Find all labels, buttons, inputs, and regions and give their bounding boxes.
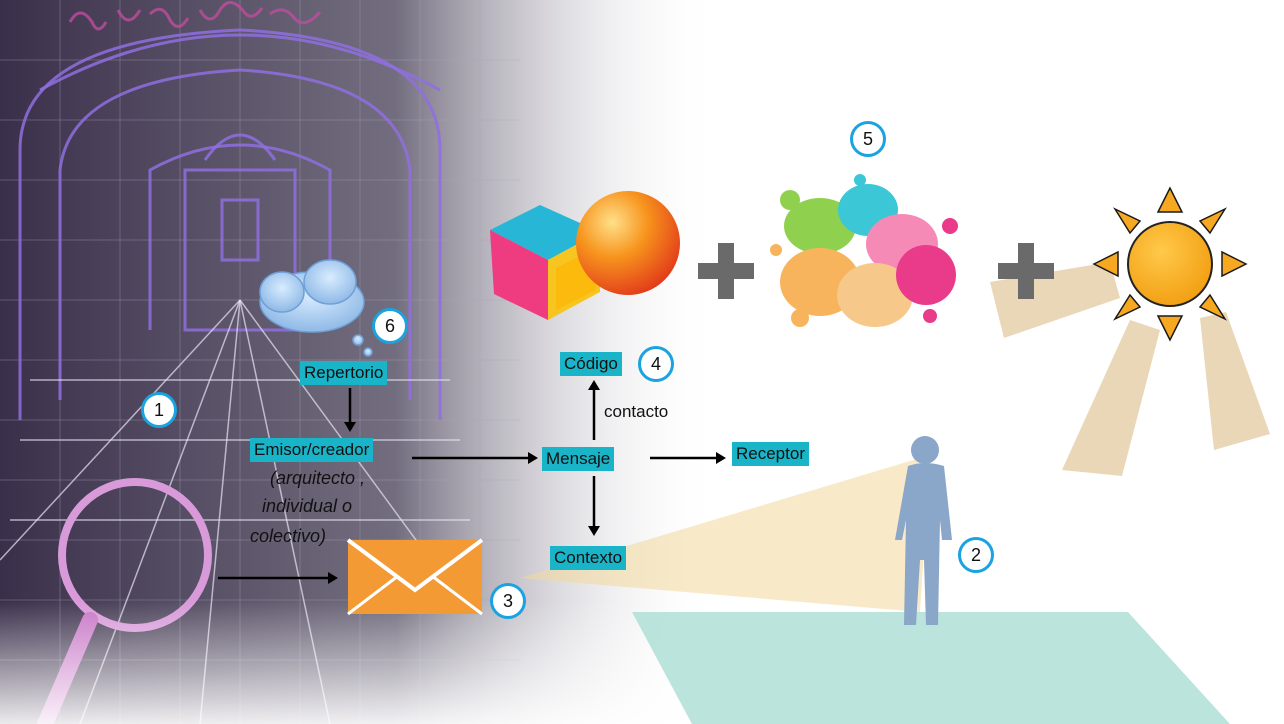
view-cone xyxy=(520,455,930,612)
contacto-label: contacto xyxy=(604,402,669,421)
sun-beams xyxy=(990,262,1270,476)
flow-arrows xyxy=(218,380,726,584)
emisor-detail-line-2: individual o xyxy=(262,496,353,516)
sun-icon xyxy=(1092,186,1248,342)
number-marker-4: 4 xyxy=(638,346,674,382)
number-marker-6: 6 xyxy=(372,308,408,344)
paint-splash-icon xyxy=(770,174,958,327)
repertorio-label: Repertorio xyxy=(300,361,388,385)
number-marker-2: 2 xyxy=(958,537,994,573)
thought-cloud-icon xyxy=(259,259,373,357)
codigo-label: Código xyxy=(560,352,622,376)
person-icon xyxy=(895,436,952,625)
floor-plane xyxy=(632,612,1230,724)
plus-icon xyxy=(698,243,754,299)
emisor-detail-line-3: colectivo) xyxy=(250,526,327,546)
number-marker-5: 5 xyxy=(850,121,886,157)
receptor-label: Receptor xyxy=(732,442,809,466)
number-marker-1: 1 xyxy=(141,392,177,428)
contexto-label: Contexto xyxy=(550,546,627,570)
mensaje-label: Mensaje xyxy=(542,447,615,471)
emisor-label: Emisor/creador xyxy=(250,438,374,462)
emisor-detail-line-1: (arquitecto , xyxy=(270,468,366,488)
sphere-icon xyxy=(576,191,680,295)
plus-icon xyxy=(998,243,1054,299)
number-marker-3: 3 xyxy=(490,583,526,619)
envelope-icon xyxy=(346,538,484,616)
